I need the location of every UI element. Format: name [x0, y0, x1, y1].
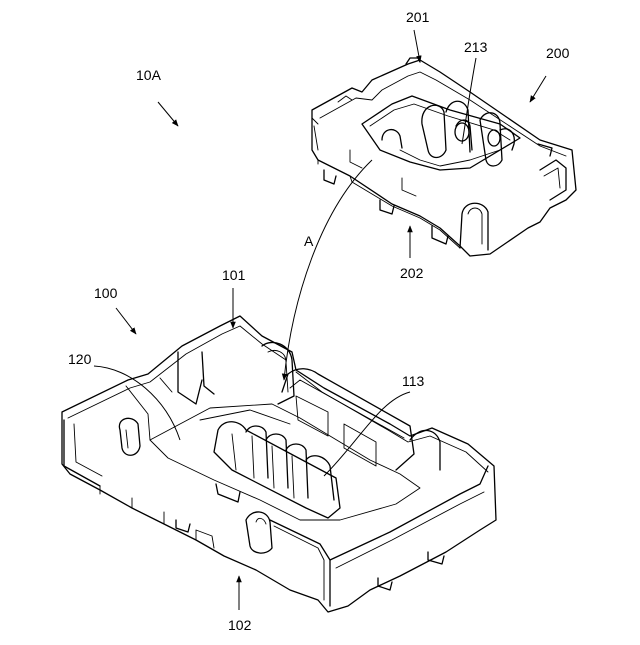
- leader-100: [116, 308, 136, 334]
- leader-200: [530, 76, 546, 102]
- label-100: 100: [94, 285, 118, 301]
- leader-10a: [158, 102, 178, 126]
- connector-200: [312, 58, 576, 256]
- label-101: 101: [222, 267, 246, 283]
- label-201: 201: [406, 9, 430, 25]
- label-200: 200: [546, 45, 570, 61]
- connector-100: [62, 316, 496, 612]
- label-113: 113: [402, 373, 425, 389]
- label-120: 120: [68, 351, 92, 367]
- label-a: A: [304, 233, 314, 249]
- leader-201: [414, 30, 420, 62]
- label-202: 202: [400, 265, 424, 281]
- label-10a: 10A: [136, 67, 162, 83]
- label-213: 213: [464, 39, 488, 55]
- mating-direction-arrow: [284, 160, 372, 380]
- label-102: 102: [228, 617, 252, 633]
